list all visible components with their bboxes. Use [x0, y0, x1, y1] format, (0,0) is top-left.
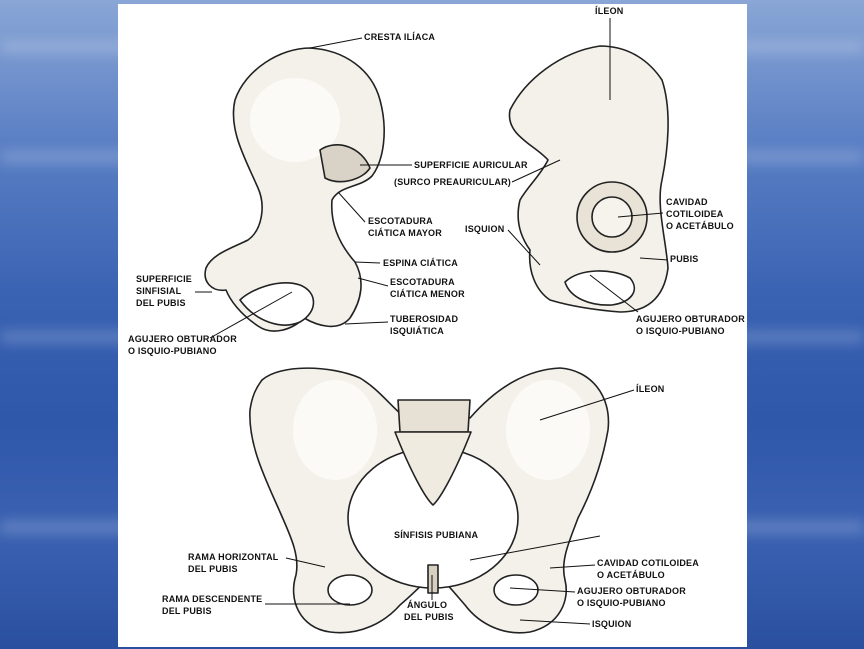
label-escotadura-mayor-line2: CIÁTICA MAYOR — [368, 228, 442, 238]
label-cresta-iliaca: CRESTA ILÍACA — [364, 32, 436, 42]
auricular-surface — [319, 144, 371, 183]
label-agujero-right-line2: O ISQUIO-PUBIANO — [636, 326, 725, 336]
label-rama-horizontal-line2: DEL PUBIS — [188, 564, 238, 574]
label-isquion-bottom: ISQUION — [592, 619, 632, 629]
label-espina-ciatica: ESPINA CIÁTICA — [383, 258, 458, 268]
label-agujero-right-line1: AGUJERO OBTURADOR — [636, 314, 745, 324]
label-escotadura-menor-line2: CIÁTICA MENOR — [390, 289, 465, 299]
label-cavidad-top-line1: CAVIDAD — [666, 197, 708, 207]
label-angulo-line2: DEL PUBIS — [404, 612, 454, 622]
label-surco-preauricular: (SURCO PREAURICULAR) — [394, 177, 511, 187]
label-agujero-bottom-line2: O ISQUIO-PUBIANO — [577, 598, 666, 608]
label-agujero-bottom-line1: AGUJERO OBTURADOR — [577, 586, 686, 596]
label-cavidad-bottom-line2: O ACETÁBULO — [597, 570, 665, 580]
label-cavidad-bottom-line1: CAVIDAD COTILOIDEA — [597, 558, 699, 568]
obturator-foramen-left — [239, 282, 315, 326]
label-cavidad-top-line3: O ACETÁBULO — [666, 221, 734, 231]
label-sinfisis-pubiana: SÍNFISIS PUBIANA — [394, 530, 479, 540]
label-rama-descendente-line2: DEL PUBIS — [162, 606, 212, 616]
label-agujero-left-line1: AGUJERO OBTURADOR — [128, 334, 237, 344]
label-tuberosidad-line1: TUBEROSIDAD — [390, 314, 459, 324]
obturator-foramen-right — [564, 270, 636, 306]
label-superficie-sinfisial-line3: DEL PUBIS — [136, 298, 186, 308]
label-isquion-top: ISQUION — [465, 224, 505, 234]
label-cavidad-top-line2: COTILOIDEA — [666, 209, 724, 219]
label-escotadura-menor-line1: ESCOTADURA — [390, 277, 455, 287]
obturator-foramen-bottom-right — [493, 574, 539, 606]
label-rama-descendente-line1: RAMA DESCENDENTE — [162, 594, 263, 604]
leader-lines — [195, 18, 669, 625]
label-pubis-top: PUBIS — [670, 254, 699, 264]
label-rama-horizontal-line1: RAMA HORIZONTAL — [188, 552, 279, 562]
label-ileon-bottom: ÍLEON — [636, 384, 665, 394]
obturator-foramen-bottom-left — [327, 574, 373, 606]
label-escotadura-mayor-line1: ESCOTADURA — [368, 216, 433, 226]
label-superficie-sinfisial-line1: SUPERFICIE — [136, 274, 193, 284]
label-superficie-auricular: SUPERFICIE AURICULAR — [414, 160, 528, 170]
sacrum-top — [397, 399, 471, 433]
label-tuberosidad-line2: ISQUIÁTICA — [390, 326, 445, 336]
pubic-symphysis — [427, 564, 439, 594]
label-superficie-sinfisial-line2: SINFISIAL — [136, 286, 182, 296]
iliac-fossa-shade — [250, 78, 340, 162]
label-agujero-left-line2: O ISQUIO-PUBIANO — [128, 346, 217, 356]
label-ileon-top: ÍLEON — [595, 6, 624, 16]
label-angulo-line1: ÁNGULO — [407, 600, 448, 610]
sacrum — [394, 431, 472, 506]
